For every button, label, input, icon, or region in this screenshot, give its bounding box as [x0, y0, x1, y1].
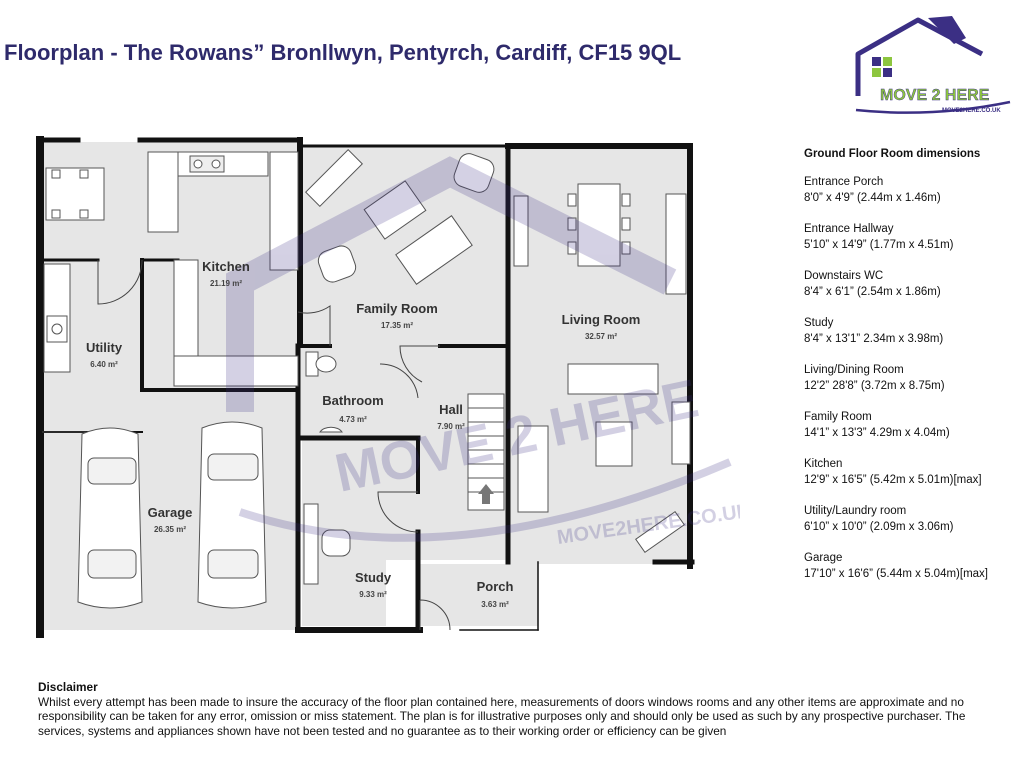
- room-name-kitchen: Kitchen: [202, 259, 250, 274]
- utility-fittings: [43, 263, 71, 373]
- stairs: [467, 393, 505, 511]
- room-dimensions-panel: Ground Floor Room dimensions Entrance Po…: [804, 146, 1019, 597]
- room-name-utility: Utility: [86, 340, 123, 355]
- disclaimer: Disclaimer Whilst every attempt has been…: [38, 680, 984, 738]
- house-logo-icon: [855, 16, 1011, 114]
- study-fittings: [303, 503, 351, 585]
- company-logo: MOVE 2 HERE MOVE2HERE.CO.UK: [852, 14, 1012, 120]
- dimension-room-size: 8'4” x 13'1” 2.34m x 3.98m): [804, 333, 944, 345]
- dimension-room-size: 17'10” x 16'6” (5.44m x 5.04m)[max]: [804, 568, 988, 580]
- dimension-room-name: Family Room: [804, 411, 872, 423]
- dimension-item: Entrance Porch 8'0” x 4'9” (2.44m x 1.46…: [804, 174, 1019, 206]
- page-title: Floorplan - The Rowans” Bronllwyn, Penty…: [4, 40, 682, 65]
- walls: [36, 136, 695, 638]
- dimension-room-size: 12'9” x 16'5” (5.42m x 5.01m)[max]: [804, 474, 982, 486]
- room-area-bathroom: 4.73 m²: [339, 415, 367, 424]
- dimension-item: Living/Dining Room 12'2” 28'8” (3.72m x …: [804, 362, 1019, 394]
- floor-plan: MOVE 2 HERE MOVE2HERE.CO.UK Kitchen 21.1…: [30, 132, 753, 642]
- logo-brand-text: MOVE 2 HERE: [880, 87, 990, 104]
- room-name-garage: Garage: [148, 505, 193, 520]
- room-labels: Kitchen 21.19 m² Family Room 17.35 m² Li…: [86, 259, 640, 609]
- dimension-room-size: 5'10” x 14'9” (1.77m x 4.51m): [804, 239, 954, 251]
- room-area-study: 9.33 m²: [359, 590, 387, 599]
- bathroom-fittings: [305, 351, 343, 433]
- dimension-item: Family Room 14'1” x 13'3” 4.29m x 4.04m): [804, 409, 1019, 441]
- dimension-room-name: Entrance Hallway: [804, 223, 894, 235]
- dimension-room-size: 8'4” x 6'1” (2.54m x 1.86m): [804, 286, 941, 298]
- room-area-living-room: 32.57 m²: [585, 332, 617, 341]
- garage-cars: [77, 421, 267, 609]
- dimension-room-size: 6'10” x 10'0” (2.09m x 3.06m): [804, 521, 954, 533]
- kitchen-fittings: [45, 151, 299, 387]
- logo-url-text: MOVE2HERE.CO.UK: [942, 108, 1001, 114]
- dimension-item: Garage 17'10” x 16'6” (5.44m x 5.04m)[ma…: [804, 550, 1019, 582]
- room-area-kitchen: 21.19 m²: [210, 279, 242, 288]
- living-room-furniture: [513, 183, 691, 554]
- dimension-item: Entrance Hallway 5'10” x 14'9” (1.77m x …: [804, 221, 1019, 253]
- room-area-utility: 6.40 m²: [90, 360, 118, 369]
- dimension-item: Downstairs WC 8'4” x 6'1” (2.54m x 1.86m…: [804, 268, 1019, 300]
- room-name-porch: Porch: [477, 579, 514, 594]
- room-area-garage: 26.35 m²: [154, 525, 186, 534]
- room-name-family-room: Family Room: [356, 301, 438, 316]
- dimensions-heading: Ground Floor Room dimensions: [804, 148, 981, 160]
- room-area-family-room: 17.35 m²: [381, 321, 413, 330]
- room-name-living-room: Living Room: [562, 312, 641, 327]
- dimension-room-name: Kitchen: [804, 458, 843, 470]
- disclaimer-text: Whilst every attempt has been made to in…: [38, 694, 966, 738]
- dimension-room-name: Living/Dining Room: [804, 364, 904, 376]
- family-room-furniture: [305, 149, 495, 285]
- room-name-study: Study: [355, 570, 392, 585]
- room-area-hall: 7.90 m²: [437, 422, 465, 431]
- disclaimer-heading: Disclaimer: [38, 680, 98, 694]
- dimension-item: Study 8'4” x 13'1” 2.34m x 3.98m): [804, 315, 1019, 347]
- dimension-room-name: Study: [804, 317, 834, 329]
- dimension-room-name: Entrance Porch: [804, 176, 884, 188]
- room-area-porch: 3.63 m²: [481, 600, 509, 609]
- room-name-bathroom: Bathroom: [322, 393, 383, 408]
- dimension-room-name: Utility/Laundry room: [804, 505, 907, 517]
- room-name-hall: Hall: [439, 402, 463, 417]
- dimension-room-size: 14'1” x 13'3” 4.29m x 4.04m): [804, 427, 950, 439]
- dimension-room-name: Garage: [804, 552, 843, 564]
- dimension-room-size: 12'2” 28'8” (3.72m x 8.75m): [804, 380, 945, 392]
- dimension-item: Kitchen 12'9” x 16'5” (5.42m x 5.01m)[ma…: [804, 456, 1019, 488]
- dimension-room-name: Downstairs WC: [804, 270, 884, 282]
- dimension-item: Utility/Laundry room 6'10” x 10'0” (2.09…: [804, 503, 1019, 535]
- dimension-room-size: 8'0” x 4'9” (2.44m x 1.46m): [804, 192, 941, 204]
- door-swings: [42, 259, 451, 631]
